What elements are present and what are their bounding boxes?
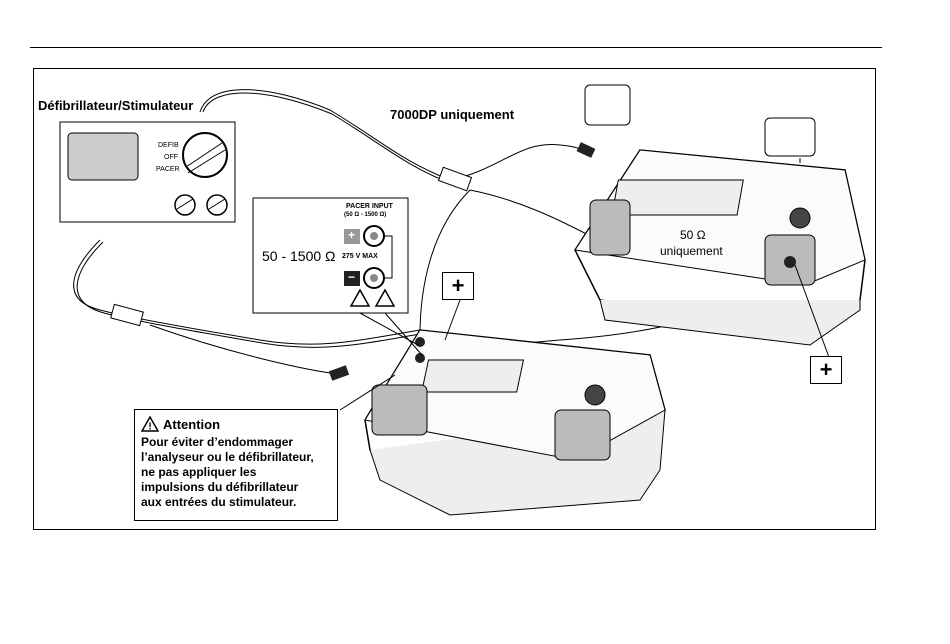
warning-triangle-icon: ! — [141, 416, 159, 432]
connector-top — [439, 167, 472, 190]
dial-defib: DEFIB — [158, 142, 179, 149]
attention-line: l’analyseur ou le défibrillateur, — [141, 450, 331, 465]
minus-terminal: − — [348, 270, 355, 284]
pacer-input-range: (50 Ω - 1500 Ω) — [344, 212, 386, 218]
dial-pacer: PACER — [156, 166, 180, 173]
cable-defib-top — [200, 90, 450, 180]
note-50-ohm: 50 Ω — [680, 228, 706, 242]
plus-callout-main: + — [442, 272, 474, 300]
attention-line: ne pas appliquer les — [141, 465, 331, 480]
dial-off: OFF — [164, 154, 178, 161]
attention-line: aux entrées du stimulateur. — [141, 495, 331, 510]
analyzer-main — [365, 330, 665, 515]
note-50-ohm-sub: uniquement — [660, 244, 723, 258]
resistance-label: 50 - 1500 Ω — [262, 248, 336, 264]
max-voltage: 275 V MAX — [342, 253, 378, 260]
plus-terminal: + — [348, 228, 355, 242]
pad-right — [765, 118, 815, 156]
svg-text:!: ! — [148, 422, 151, 433]
attention-title: Attention — [163, 417, 220, 432]
attention-line: Pour éviter d’endommager — [141, 435, 331, 450]
attention-line: impulsions du défibrillateur — [141, 480, 331, 495]
defibrillator-display — [68, 133, 138, 180]
pad-left — [585, 85, 630, 125]
cable-to-7000dp — [450, 144, 592, 180]
model-note: 7000DP uniquement — [390, 107, 514, 122]
defibrillator-dial — [183, 133, 227, 177]
attention-box: ! Attention Pour éviter d’endommager l’a… — [134, 409, 338, 521]
connector-left — [111, 304, 144, 325]
plus-callout-7000dp: + — [810, 356, 842, 384]
defibrillator-label: Défibrillateur/Stimulateur — [38, 98, 193, 113]
pacer-input-title: PACER INPUT — [346, 203, 393, 210]
